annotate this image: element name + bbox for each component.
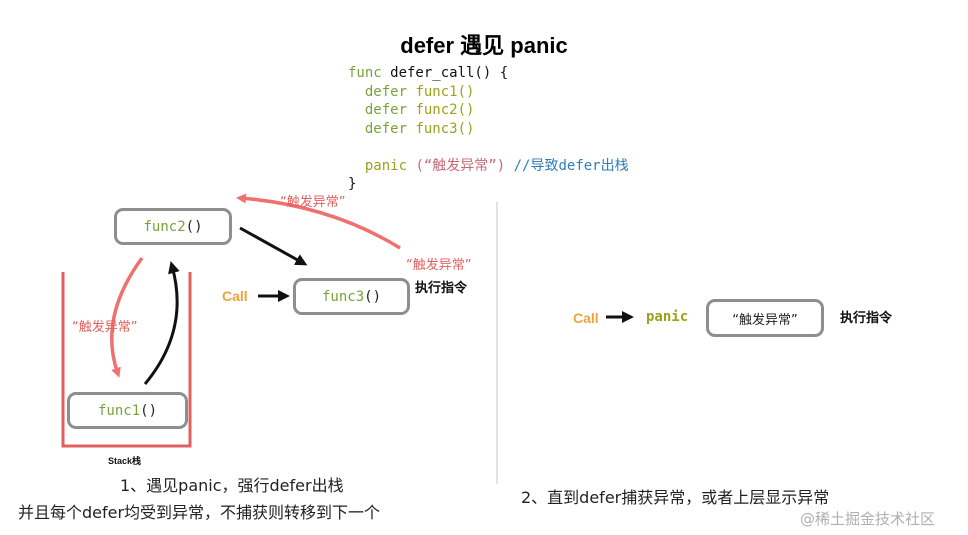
deferred-call-1: func1() bbox=[415, 83, 475, 100]
panic-message-box: “触发异常” bbox=[706, 299, 824, 337]
red-arrow-to-func1 bbox=[110, 256, 144, 378]
code-line-6: panic (“触发异常”) //导致defer出栈 bbox=[348, 157, 629, 176]
exec-label-right: 执行指令 bbox=[840, 310, 893, 325]
panic-label-left: “触发异常” bbox=[72, 320, 138, 335]
func2-name: func2 bbox=[143, 218, 186, 235]
panic-label-right: “触发异常” bbox=[406, 258, 472, 273]
code-line-1: func defer_call() { bbox=[348, 64, 629, 83]
code-line-3: defer func2() bbox=[348, 101, 629, 120]
code-line-2: defer func1() bbox=[348, 83, 629, 102]
code-line-4: defer func3() bbox=[348, 120, 629, 139]
watermark-text: @稀土掘金技术社区 bbox=[800, 510, 936, 528]
red-arrow-to-func2 bbox=[236, 193, 401, 250]
deferred-call-2: func2() bbox=[415, 102, 475, 118]
func3-parens: () bbox=[364, 288, 381, 305]
code-comment: //导致defer出栈 bbox=[505, 157, 629, 174]
code-block: func defer_call() { defer func1() defer … bbox=[348, 64, 629, 194]
exec-label-left: 执行指令 bbox=[415, 280, 468, 295]
stack-label: Stack栈 bbox=[108, 456, 142, 466]
keyword-defer-1: defer bbox=[364, 83, 408, 100]
page-title: defer 遇见 panic bbox=[400, 33, 568, 58]
func1-name: func1 bbox=[97, 402, 141, 419]
panic-argument: (“触发异常”) bbox=[407, 157, 506, 174]
func1-parens: () bbox=[140, 402, 157, 419]
func-signature: defer_call() { bbox=[381, 65, 509, 81]
black-arrow-func2-to-func3 bbox=[239, 226, 308, 266]
panic-message-text: “触发异常” bbox=[732, 312, 798, 328]
stack-outline bbox=[61, 272, 192, 448]
caption-right: 2、直到defer捕获异常，或者上层显示异常 bbox=[521, 488, 830, 507]
keyword-defer-3: defer bbox=[364, 120, 408, 137]
func3-box: func3() bbox=[293, 278, 410, 315]
black-arrow-func1-to-func2 bbox=[143, 261, 180, 385]
keyword-defer-2: defer bbox=[364, 102, 408, 118]
func3-name: func3 bbox=[321, 288, 365, 305]
closing-brace: } bbox=[348, 176, 357, 192]
panic-call: panic bbox=[364, 157, 408, 174]
func1-box: func1() bbox=[67, 392, 188, 429]
func2-parens: () bbox=[185, 218, 203, 235]
panic-keyword: panic bbox=[646, 309, 689, 325]
func2-box: func2() bbox=[114, 208, 232, 245]
panic-label-top: “触发异常” bbox=[280, 195, 346, 210]
deferred-call-3: func3() bbox=[415, 120, 475, 137]
caption-left-line2: 并且每个defer均受到异常，不捕获则转移到下一个 bbox=[18, 503, 381, 522]
caption-left-line1: 1、遇见panic，强行defer出栈 bbox=[120, 476, 344, 495]
call-label-right: Call bbox=[573, 310, 599, 326]
keyword-func: func bbox=[348, 65, 382, 81]
call-label-left: Call bbox=[222, 288, 248, 304]
code-line-7: } bbox=[348, 175, 629, 194]
